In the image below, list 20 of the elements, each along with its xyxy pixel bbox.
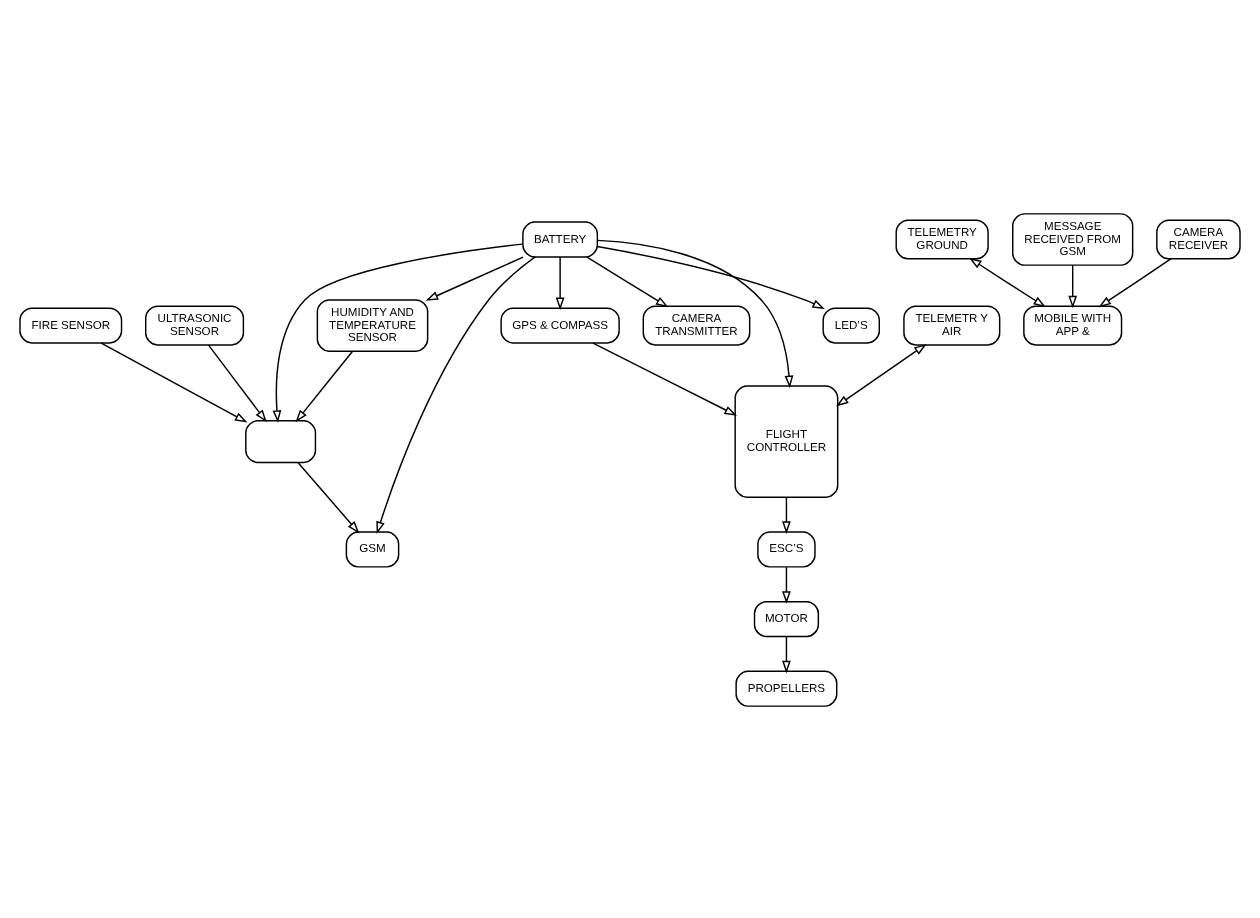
- arrow: [782, 635, 791, 673]
- arrow: [782, 565, 791, 603]
- arrow: [592, 341, 738, 415]
- arrow: [596, 238, 794, 388]
- arrow: [207, 343, 267, 422]
- arrow: [1098, 257, 1172, 307]
- arrow: [295, 349, 354, 422]
- arrow: [376, 255, 536, 534]
- arrow: [555, 255, 565, 310]
- arrow: [835, 342, 927, 406]
- arrow: [782, 495, 791, 533]
- arrow: [596, 244, 825, 309]
- arrow: [272, 242, 524, 422]
- arrow: [425, 255, 524, 300]
- arrow: [586, 255, 669, 307]
- arrow: [1068, 263, 1078, 308]
- node-box: [245, 419, 317, 463]
- arrow: [100, 341, 248, 422]
- arrow: [297, 460, 360, 533]
- arrow: [968, 256, 1046, 307]
